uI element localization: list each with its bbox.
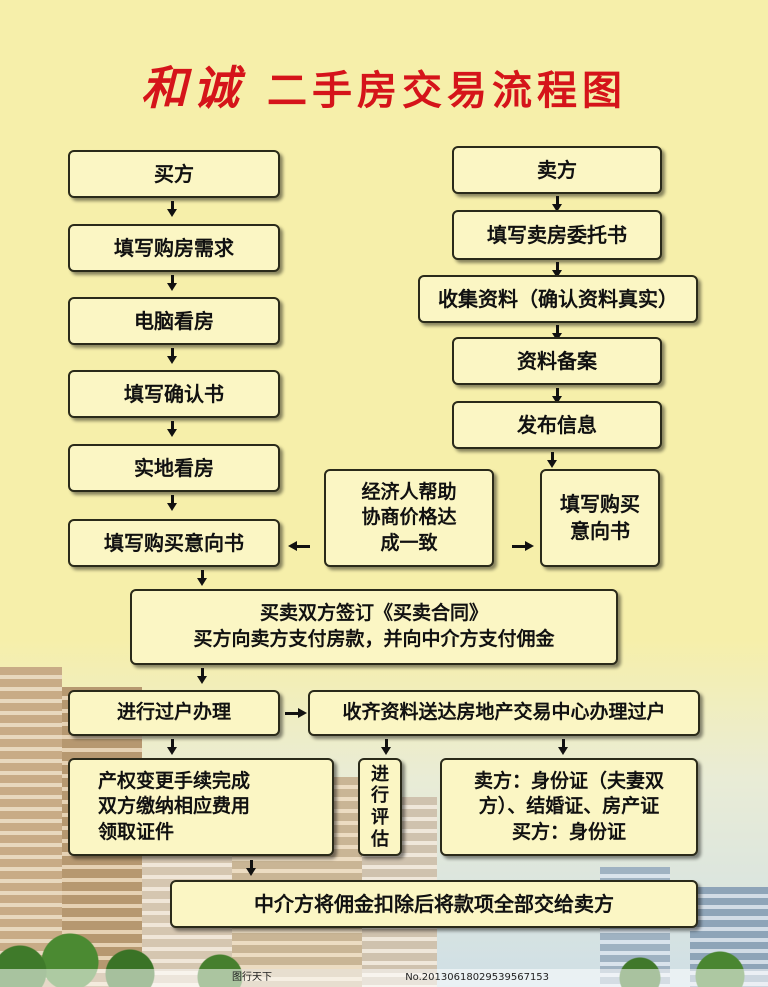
- transfer-process-box: 进行过户办理: [68, 690, 280, 736]
- watermark-id: No.20130618029539567153: [405, 972, 550, 983]
- agent-negotiation-label: 协商价格达: [361, 506, 457, 529]
- arrow-down-icon: [167, 739, 177, 755]
- seller-step-entrustment: 填写卖房委托书: [452, 210, 662, 260]
- seller-step-intention-letter: 填写购买 意向书: [540, 469, 660, 567]
- buyer-step-label: 填写确认书: [124, 381, 224, 406]
- ownership-transfer-label: 领取证件: [98, 820, 175, 843]
- arrow-left-icon: [288, 541, 310, 551]
- arrow-down-icon: [167, 201, 177, 217]
- arrow-down-icon: [381, 739, 391, 755]
- agent-negotiation-box: 经济人帮助 协商价格达 成一致: [324, 469, 494, 567]
- buyer-step-label: 电脑看房: [134, 308, 214, 333]
- transfer-submit-label: 收齐资料送达房地产交易中心办理过户: [342, 701, 666, 724]
- title-text: 二手房交易流程图: [267, 68, 627, 114]
- buyer-step-label: 填写购房需求: [114, 235, 234, 260]
- seller-step-filing: 资料备案: [452, 337, 662, 385]
- buyer-step-site-visit: 实地看房: [68, 444, 280, 492]
- seller-start-label: 卖方: [537, 157, 577, 182]
- ownership-transfer-label: 产权变更手续完成: [98, 769, 251, 792]
- arrow-down-icon: [167, 275, 177, 291]
- contract-box: 买卖双方签订《买卖合同》 买方向卖方支付房款，并向中介方支付佣金: [130, 589, 618, 665]
- buyer-step-confirmation: 填写确认书: [68, 370, 280, 418]
- required-documents-label: 卖方：身份证（夫妻双: [473, 769, 664, 792]
- assessment-char: 进: [371, 763, 389, 785]
- buyer-start-box: 买方: [68, 150, 280, 198]
- transfer-submit-box: 收齐资料送达房地产交易中心办理过户: [308, 690, 700, 736]
- seller-step-label: 意向书: [570, 519, 630, 543]
- watermark-site: 图行天下: [232, 972, 272, 983]
- assessment-box: 进 行 评 估: [358, 758, 402, 856]
- arrow-right-icon: [285, 708, 307, 718]
- required-documents-label: 方）、结婚证、房产证: [478, 795, 660, 818]
- contract-label: 买卖双方签订《买卖合同》: [259, 602, 488, 625]
- seller-step-label: 资料备案: [517, 348, 597, 373]
- arrow-down-icon: [552, 388, 562, 404]
- arrow-down-icon: [547, 452, 557, 468]
- arrow-down-icon: [552, 262, 562, 278]
- assessment-char: 行: [371, 785, 389, 807]
- assessment-char: 评: [371, 807, 389, 828]
- arrow-down-icon: [552, 196, 562, 212]
- arrow-down-icon: [246, 860, 256, 876]
- seller-step-collect-documents: 收集资料（确认资料真实）: [418, 275, 698, 323]
- assessment-char: 估: [371, 828, 389, 850]
- ownership-transfer-complete-box: 产权变更手续完成 双方缴纳相应费用 领取证件: [68, 758, 334, 856]
- arrow-down-icon: [167, 495, 177, 511]
- final-payment-box: 中介方将佣金扣除后将款项全部交给卖方: [170, 880, 698, 928]
- seller-start-box: 卖方: [452, 146, 662, 194]
- page-title: 和诚二手房交易流程图: [0, 52, 768, 118]
- ownership-transfer-label: 双方缴纳相应费用: [98, 795, 251, 818]
- buyer-step-label: 实地看房: [134, 455, 214, 480]
- seller-step-label: 收集资料（确认资料真实）: [438, 286, 678, 311]
- required-documents-box: 卖方：身份证（夫妻双 方）、结婚证、房产证 买方：身份证: [440, 758, 698, 856]
- arrow-down-icon: [167, 421, 177, 437]
- arrow-down-icon: [167, 348, 177, 364]
- transfer-process-label: 进行过户办理: [116, 701, 231, 724]
- arrow-down-icon: [197, 570, 207, 586]
- agent-negotiation-label: 经济人帮助: [361, 480, 457, 503]
- seller-step-label: 填写卖房委托书: [487, 222, 627, 247]
- required-documents-label: 买方：身份证: [511, 820, 626, 843]
- buyer-step-online-viewing: 电脑看房: [68, 297, 280, 345]
- seller-step-label: 填写购买: [560, 492, 640, 516]
- buyer-step-intention-letter: 填写购买意向书: [68, 519, 280, 567]
- buyer-step-requirements: 填写购房需求: [68, 224, 280, 272]
- buyer-step-label: 填写购买意向书: [104, 530, 244, 555]
- arrow-down-icon: [558, 739, 568, 755]
- arrow-right-icon: [512, 541, 534, 551]
- seller-step-label: 发布信息: [517, 412, 597, 437]
- arrow-down-icon: [197, 668, 207, 684]
- buyer-start-label: 买方: [154, 161, 194, 186]
- contract-label: 买方向卖方支付房款，并向中介方支付佣金: [193, 628, 555, 650]
- final-payment-label: 中介方将佣金扣除后将款项全部交给卖方: [254, 891, 614, 916]
- watermark-bar: 图行天下 No.20130618029539567153: [0, 969, 768, 987]
- agent-negotiation-label: 成一致: [380, 531, 438, 554]
- brand-name: 和诚: [141, 61, 245, 115]
- seller-step-publish: 发布信息: [452, 401, 662, 449]
